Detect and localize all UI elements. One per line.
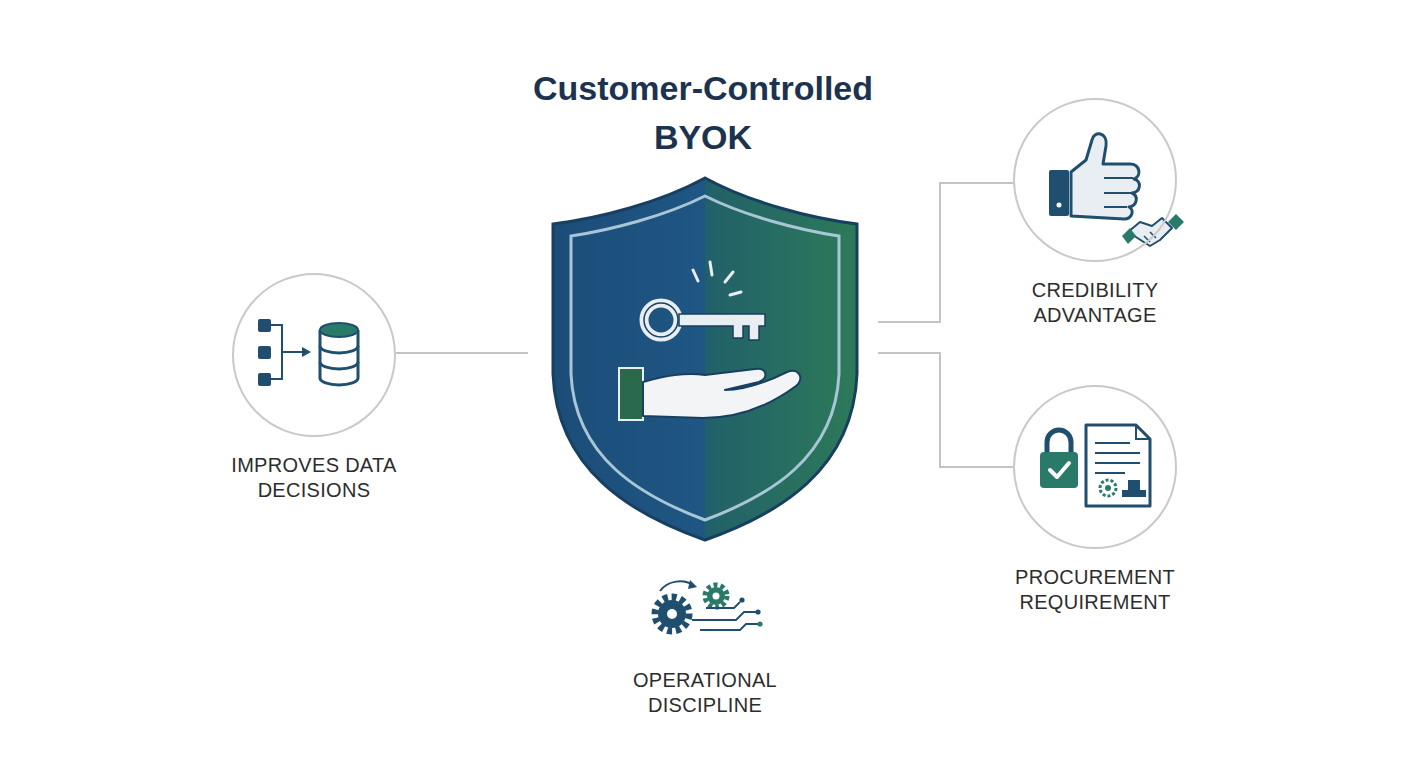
document-icon bbox=[1086, 425, 1150, 506]
database-icon bbox=[258, 319, 358, 386]
document-icon bbox=[1100, 480, 1116, 496]
gears-icon bbox=[692, 602, 758, 630]
gears-icon bbox=[655, 580, 763, 631]
thumbs-up-icon bbox=[1049, 170, 1069, 216]
document-icon bbox=[1105, 485, 1111, 491]
key-sparkle bbox=[710, 262, 712, 275]
thumbs-up-icon bbox=[1057, 203, 1062, 208]
gears-icon bbox=[688, 580, 697, 589]
lock-icon bbox=[1040, 452, 1078, 488]
circle-outline bbox=[1014, 99, 1176, 261]
diagram-heading: Customer-Controlled BYOK bbox=[498, 64, 908, 162]
database-icon bbox=[302, 347, 311, 357]
key-sparkle bbox=[725, 272, 733, 282]
database-icon bbox=[320, 346, 358, 369]
gears-icon bbox=[667, 609, 677, 619]
document-icon bbox=[1136, 425, 1150, 439]
shield-outline bbox=[553, 178, 857, 540]
lock-icon bbox=[1047, 430, 1071, 453]
hand-illustration bbox=[619, 368, 800, 420]
shield-outline bbox=[571, 196, 839, 520]
hand-illustration bbox=[619, 368, 643, 420]
database-icon bbox=[320, 330, 358, 385]
circle-outline bbox=[233, 274, 395, 436]
thumbs-up-icon bbox=[1049, 134, 1139, 219]
gears-icon bbox=[660, 581, 693, 591]
gears-icon bbox=[757, 621, 762, 626]
gears-icon bbox=[707, 587, 725, 605]
handshake-icon bbox=[1122, 214, 1184, 246]
key-sparkle bbox=[730, 292, 741, 295]
gears-icon bbox=[705, 585, 727, 607]
connector-line bbox=[878, 183, 1013, 322]
hand-illustration bbox=[643, 369, 800, 418]
key-sparkle bbox=[693, 262, 741, 295]
benefit-label: CREDIBILITY ADVANTAGE bbox=[985, 278, 1205, 328]
benefit-label: PROCUREMENT REQUIREMENT bbox=[985, 565, 1205, 615]
gears-icon bbox=[713, 593, 720, 600]
benefit-label: OPERATIONAL DISCIPLINE bbox=[605, 668, 805, 718]
document-icon bbox=[1122, 480, 1146, 497]
gears-icon bbox=[739, 597, 744, 602]
database-icon bbox=[258, 373, 271, 386]
document-icon bbox=[1086, 425, 1150, 506]
document-icon bbox=[1095, 443, 1140, 473]
circle-node: PROCUREMENT REQUIREMENT bbox=[1013, 385, 1177, 549]
thumbs-up-icon bbox=[1071, 134, 1139, 219]
database-icon bbox=[320, 323, 358, 337]
thumbs-up-icon bbox=[1104, 178, 1133, 207]
key-sparkle bbox=[693, 270, 698, 281]
shield-outline bbox=[553, 178, 857, 540]
circle-node: IMPROVES DATA DECISIONS bbox=[232, 273, 396, 437]
circle-outline bbox=[1014, 386, 1176, 548]
key-illustration bbox=[644, 303, 678, 337]
lock-icon bbox=[1040, 430, 1078, 488]
connector-line bbox=[396, 352, 528, 354]
key-illustration bbox=[644, 303, 765, 340]
handshake-icon bbox=[1128, 218, 1172, 246]
key-illustration bbox=[679, 314, 765, 340]
database-icon bbox=[258, 346, 271, 359]
circle-outline bbox=[1013, 385, 1177, 549]
shield-node: Customer-Controlled BYOK bbox=[528, 60, 878, 542]
gears-icon bbox=[658, 600, 686, 628]
circle-outline bbox=[1013, 98, 1177, 262]
benefit-label: IMPROVES DATA DECISIONS bbox=[204, 453, 424, 503]
lock-icon bbox=[1050, 463, 1069, 477]
circle-node: CREDIBILITY ADVANTAGE bbox=[1013, 98, 1177, 262]
handshake-icon bbox=[1122, 228, 1136, 244]
circle-outline bbox=[232, 273, 396, 437]
gears-icon bbox=[655, 597, 689, 631]
database-icon bbox=[271, 325, 306, 379]
handshake-icon bbox=[1168, 214, 1184, 230]
gears-icon bbox=[755, 609, 760, 614]
key-illustration bbox=[644, 303, 678, 337]
connector-line bbox=[878, 353, 1013, 467]
database-icon bbox=[258, 319, 271, 332]
